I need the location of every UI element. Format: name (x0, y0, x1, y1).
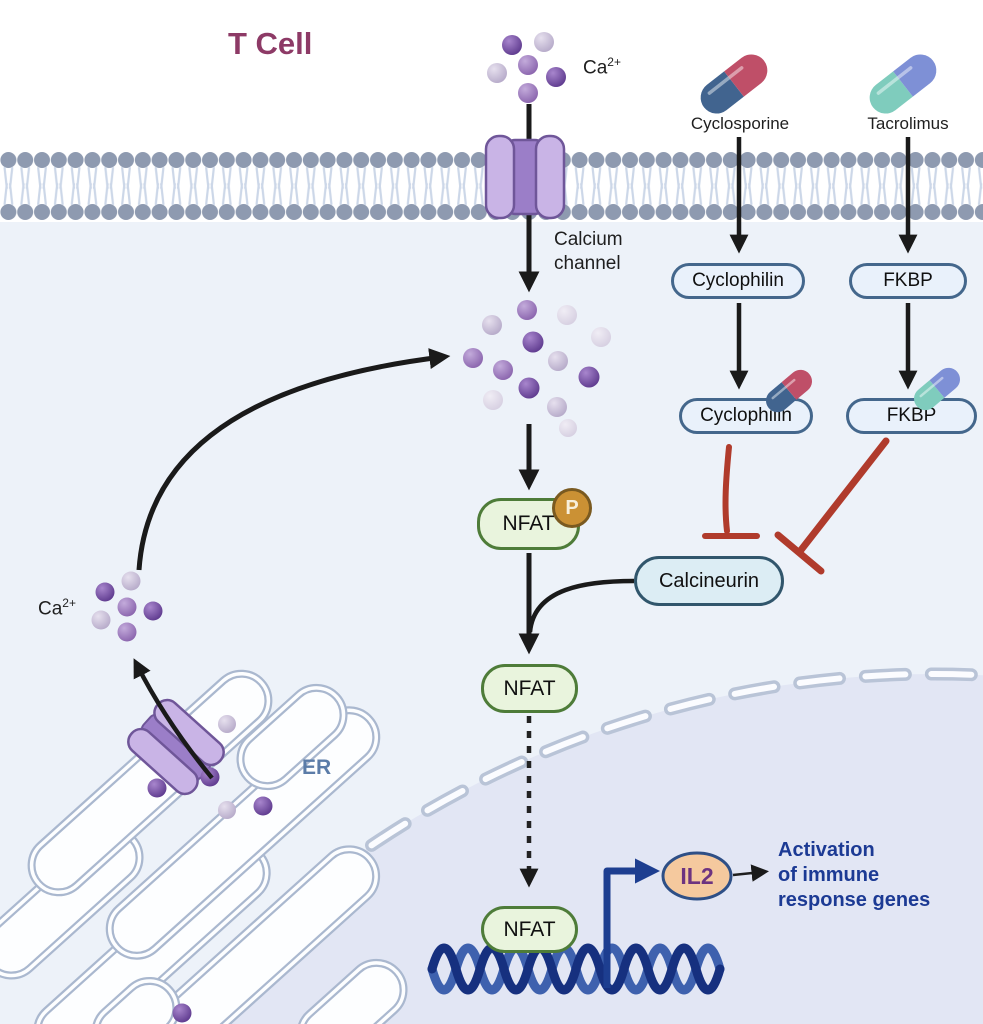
calcium-ions-cytosol-pool (463, 300, 611, 437)
cyclophilin-complex-node: Cyclophilin (679, 398, 813, 434)
ca-er-label-sup: 2+ (62, 596, 76, 610)
ca-label-sup: 2+ (607, 55, 621, 69)
store-release-arrow (136, 348, 451, 571)
tacrolimus-label: Tacrolimus (867, 114, 949, 133)
cyclosporine-label: Cyclosporine (690, 114, 790, 133)
phosphate-badge: P (552, 488, 592, 528)
fkbp-complex-node: FKBP (846, 398, 977, 434)
calcium-channel-label: Calcium channel (554, 229, 623, 274)
dna-helix (427, 943, 725, 995)
nucleus (161, 667, 983, 1024)
ca-er-label-text: Ca (38, 598, 63, 620)
er-release-arrow (133, 658, 214, 780)
calcium-ions-er (147, 715, 273, 1023)
er-label: ER (302, 756, 332, 779)
nfat-dephosphorylated-node: NFAT (481, 664, 578, 713)
cyclophilin-node: Cyclophilin (671, 263, 805, 299)
il2-bubble (661, 851, 733, 901)
fkbp-node: FKBP (849, 263, 967, 299)
calcium-channel-icon (484, 134, 566, 220)
calcineurin-node: Calcineurin (634, 556, 784, 606)
er-calcium-channel-icon (127, 698, 225, 796)
transcription-arrow (603, 858, 661, 988)
calcium-ions-cytosol-left (91, 571, 163, 642)
activation-label: Activation of immune response genes (778, 839, 931, 911)
ca-label-text: Ca (583, 57, 608, 79)
calcium-ions-extracellular (487, 32, 566, 103)
cyclosporine-pill-icon (700, 54, 768, 114)
tacrolimus-pill-icon (869, 54, 937, 114)
nfat-nuclear-node: NFAT (481, 906, 578, 953)
calcineurin-connector (527, 578, 635, 633)
diagram-title: T Cell (228, 26, 313, 61)
inhibition-tbars (702, 437, 890, 575)
il2-label: IL2 (680, 863, 714, 889)
ca-extracellular-label: Ca2+ (583, 55, 621, 80)
il2-to-activation-arrow (732, 864, 769, 882)
ca-er-label: Ca2+ (38, 596, 76, 621)
